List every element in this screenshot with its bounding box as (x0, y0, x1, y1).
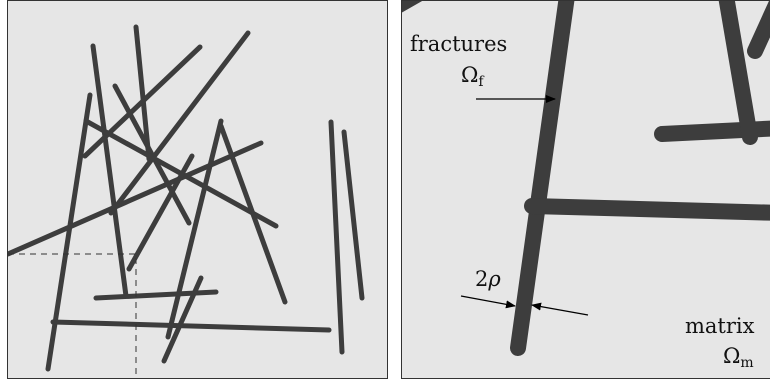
zoom-region-outline (8, 253, 137, 378)
fracture-band (524, 198, 770, 221)
fracture-band (718, 1, 758, 145)
matrix-label: matrix (685, 314, 755, 338)
width-label: 2ρ (475, 269, 501, 290)
fracture-line (126, 153, 195, 272)
fracture-line (161, 275, 204, 364)
fracture-line (133, 24, 152, 162)
fractures-label: fractures (410, 32, 508, 56)
matrix-omega: Ω (723, 344, 741, 368)
fracture-line (218, 123, 288, 305)
fractures-omega: Ω (461, 63, 479, 87)
fracture-line (93, 289, 219, 301)
matrix-subscript: m (740, 355, 754, 371)
fracture-line (50, 319, 332, 333)
fracture-line (341, 129, 365, 301)
zoomed-fracture-panel: fractures Ωf 2ρ matrix Ωm (401, 0, 770, 379)
fracture-line (112, 83, 192, 226)
matrix-domain-symbol: Ωm (723, 344, 754, 371)
width-arrow-left (460, 295, 516, 309)
fracture-line (82, 44, 203, 159)
fracture-line (165, 118, 224, 340)
fracture-band (654, 120, 770, 142)
fracture-network-diagram (8, 24, 365, 378)
width-arrow-right (531, 302, 589, 316)
fracture-network-panel (7, 0, 388, 379)
fracture-line (8, 140, 264, 257)
fractures-subscript: f (478, 74, 484, 90)
width-label-rho: ρ (488, 267, 501, 291)
width-label-number: 2 (475, 267, 489, 291)
fracture-band (510, 1, 575, 356)
fracture-line (328, 119, 345, 355)
fracture-line (90, 43, 129, 299)
fractures-domain-symbol: Ωf (461, 63, 484, 90)
fracture-band (402, 1, 423, 13)
zoomed-fracture-diagram (402, 1, 770, 356)
fracture-band (747, 1, 770, 59)
fracture-line (108, 30, 251, 216)
